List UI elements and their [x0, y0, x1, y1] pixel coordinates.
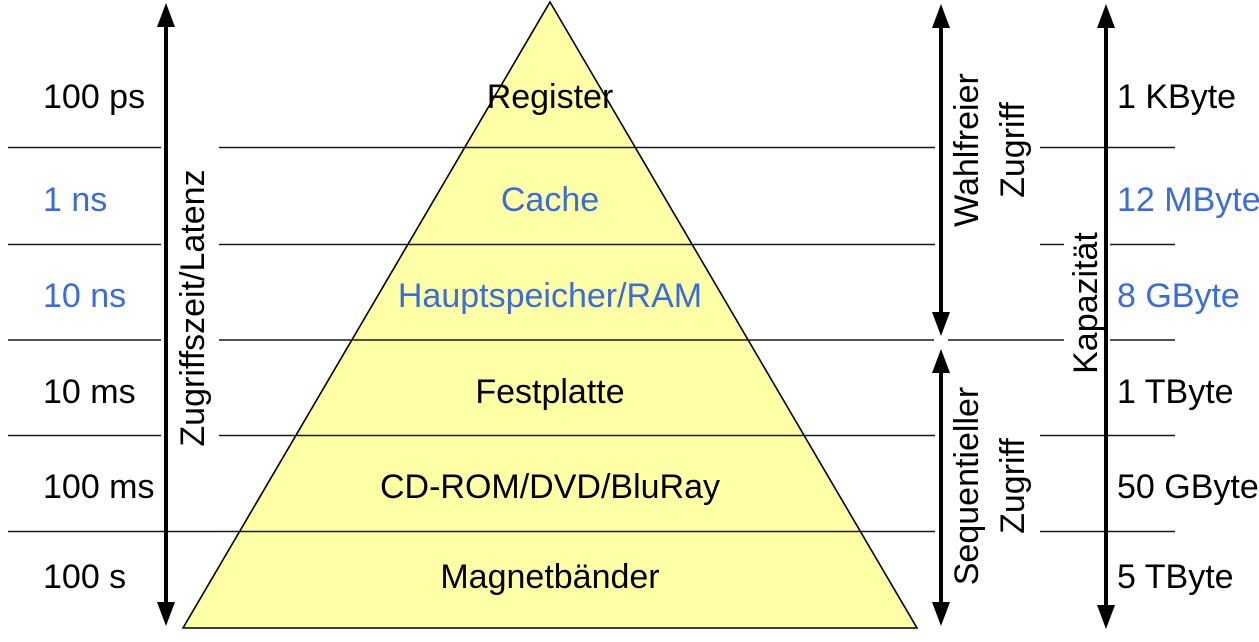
latency-value-register: 100 ps [43, 78, 146, 116]
layer-label-register: Register [486, 78, 614, 116]
layer-label-optical: CD-ROM/DVD/BluRay [379, 468, 721, 506]
latency-axis-arrow [157, 3, 175, 626]
sequential-access-arrow [932, 349, 950, 626]
capacity-value-optical: 50 GByte [1117, 468, 1259, 506]
layer-label-ram: Hauptspeicher/RAM [397, 277, 703, 315]
layer-label-hdd: Festplatte [475, 373, 625, 411]
capacity-value-cache: 12 MByte [1117, 181, 1259, 219]
random-access-label-line1: Wahlfreier [948, 73, 986, 227]
sequential-access-label-line1: Sequentieller [948, 386, 986, 586]
capacity-value-hdd: 1 TByte [1117, 373, 1234, 411]
pyramid-shape [181, 0, 919, 629]
sequential-access-label-line2: Zugriff [994, 438, 1032, 534]
latency-value-tape: 100 s [43, 558, 127, 596]
random-access-label-line2: Zugriff [994, 102, 1032, 198]
layer-label-tape: Magnetbänder [440, 558, 660, 596]
capacity-value-ram: 8 GByte [1117, 277, 1240, 315]
latency-axis-label: Zugriffszeit/Latenz [174, 169, 212, 447]
layer-label-cache: Cache [500, 181, 600, 219]
latency-value-hdd: 10 ms [43, 373, 136, 411]
capacity-axis-arrow [1097, 4, 1115, 629]
capacity-value-register: 1 KByte [1117, 78, 1237, 116]
latency-value-ram: 10 ns [43, 277, 127, 315]
capacity-value-tape: 5 TByte [1117, 558, 1234, 596]
capacity-axis-label: Kapazität [1067, 232, 1105, 374]
random-access-arrow [932, 4, 950, 336]
latency-value-optical: 100 ms [43, 468, 155, 506]
latency-value-cache: 1 ns [43, 181, 108, 219]
